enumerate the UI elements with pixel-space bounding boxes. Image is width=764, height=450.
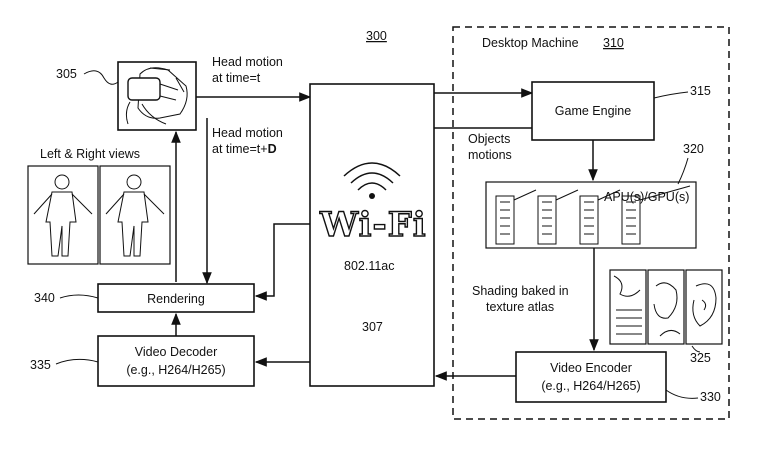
head-motion-td-line2: at time=t+D	[212, 142, 277, 156]
video-decoder-ref: 335	[30, 358, 51, 372]
video-decoder-ref-leader	[55, 358, 99, 365]
wifi-logo: Wi-Fi	[319, 205, 427, 245]
game-engine-box	[531, 81, 655, 141]
wifi-ref: 307	[362, 320, 383, 334]
game-engine-ref: 315	[690, 84, 711, 98]
gpu-cards-image	[485, 181, 697, 249]
objects-motions-line1: Objects	[468, 132, 510, 146]
rendering-label: Rendering	[147, 292, 205, 306]
rendering-box	[97, 283, 255, 313]
hmd-ref: 305	[56, 67, 77, 81]
gpu-ref-leader	[677, 157, 689, 185]
wifi-module-box	[309, 83, 435, 387]
atlas-line1: Shading baked in	[472, 284, 569, 298]
left-view-image	[27, 165, 99, 265]
rendering-ref: 340	[34, 291, 55, 305]
wifi-signal-icon	[343, 162, 401, 199]
video-encoder-ref: 330	[700, 390, 721, 404]
atlas-ref-leader	[691, 345, 701, 353]
head-motion-t-line2: at time=t	[212, 71, 261, 85]
gpu-ref: 320	[683, 142, 704, 156]
game-engine-ref-leader	[653, 91, 689, 99]
gpu-label: APU(s)/GPU(s)	[604, 190, 689, 204]
rendering-ref-leader	[59, 294, 99, 299]
right-view-image	[99, 165, 171, 265]
hmd-ref-leader	[83, 70, 119, 85]
video-decoder-box	[97, 335, 255, 387]
video-encoder-ref-leader	[665, 389, 699, 399]
hmd-headset-image	[117, 61, 197, 131]
views-label: Left & Right views	[40, 147, 140, 161]
video-decoder-line1: Video Decoder	[135, 345, 217, 359]
desktop-machine-container	[452, 26, 730, 420]
head-motion-t-line1: Head motion	[212, 55, 283, 69]
arrow-wifi-to-rendering	[254, 223, 310, 301]
video-encoder-box	[515, 351, 667, 403]
atlas-ref: 325	[690, 351, 711, 365]
desktop-machine-label: Desktop Machine	[482, 36, 579, 50]
atlas-line2: texture atlas	[486, 300, 554, 314]
game-engine-label: Game Engine	[555, 104, 631, 118]
desktop-machine-ref: 310	[603, 36, 624, 50]
head-motion-td-line1: Head motion	[212, 126, 283, 140]
video-encoder-line1: Video Encoder	[550, 361, 632, 375]
objects-motions-line2: motions	[468, 148, 512, 162]
texture-atlas-images	[609, 269, 723, 345]
video-decoder-line2: (e.g., H264/H265)	[126, 363, 225, 377]
figure-ref: 300	[366, 29, 387, 43]
wifi-standard: 802.11ac	[344, 259, 395, 273]
video-encoder-line2: (e.g., H264/H265)	[541, 379, 640, 393]
